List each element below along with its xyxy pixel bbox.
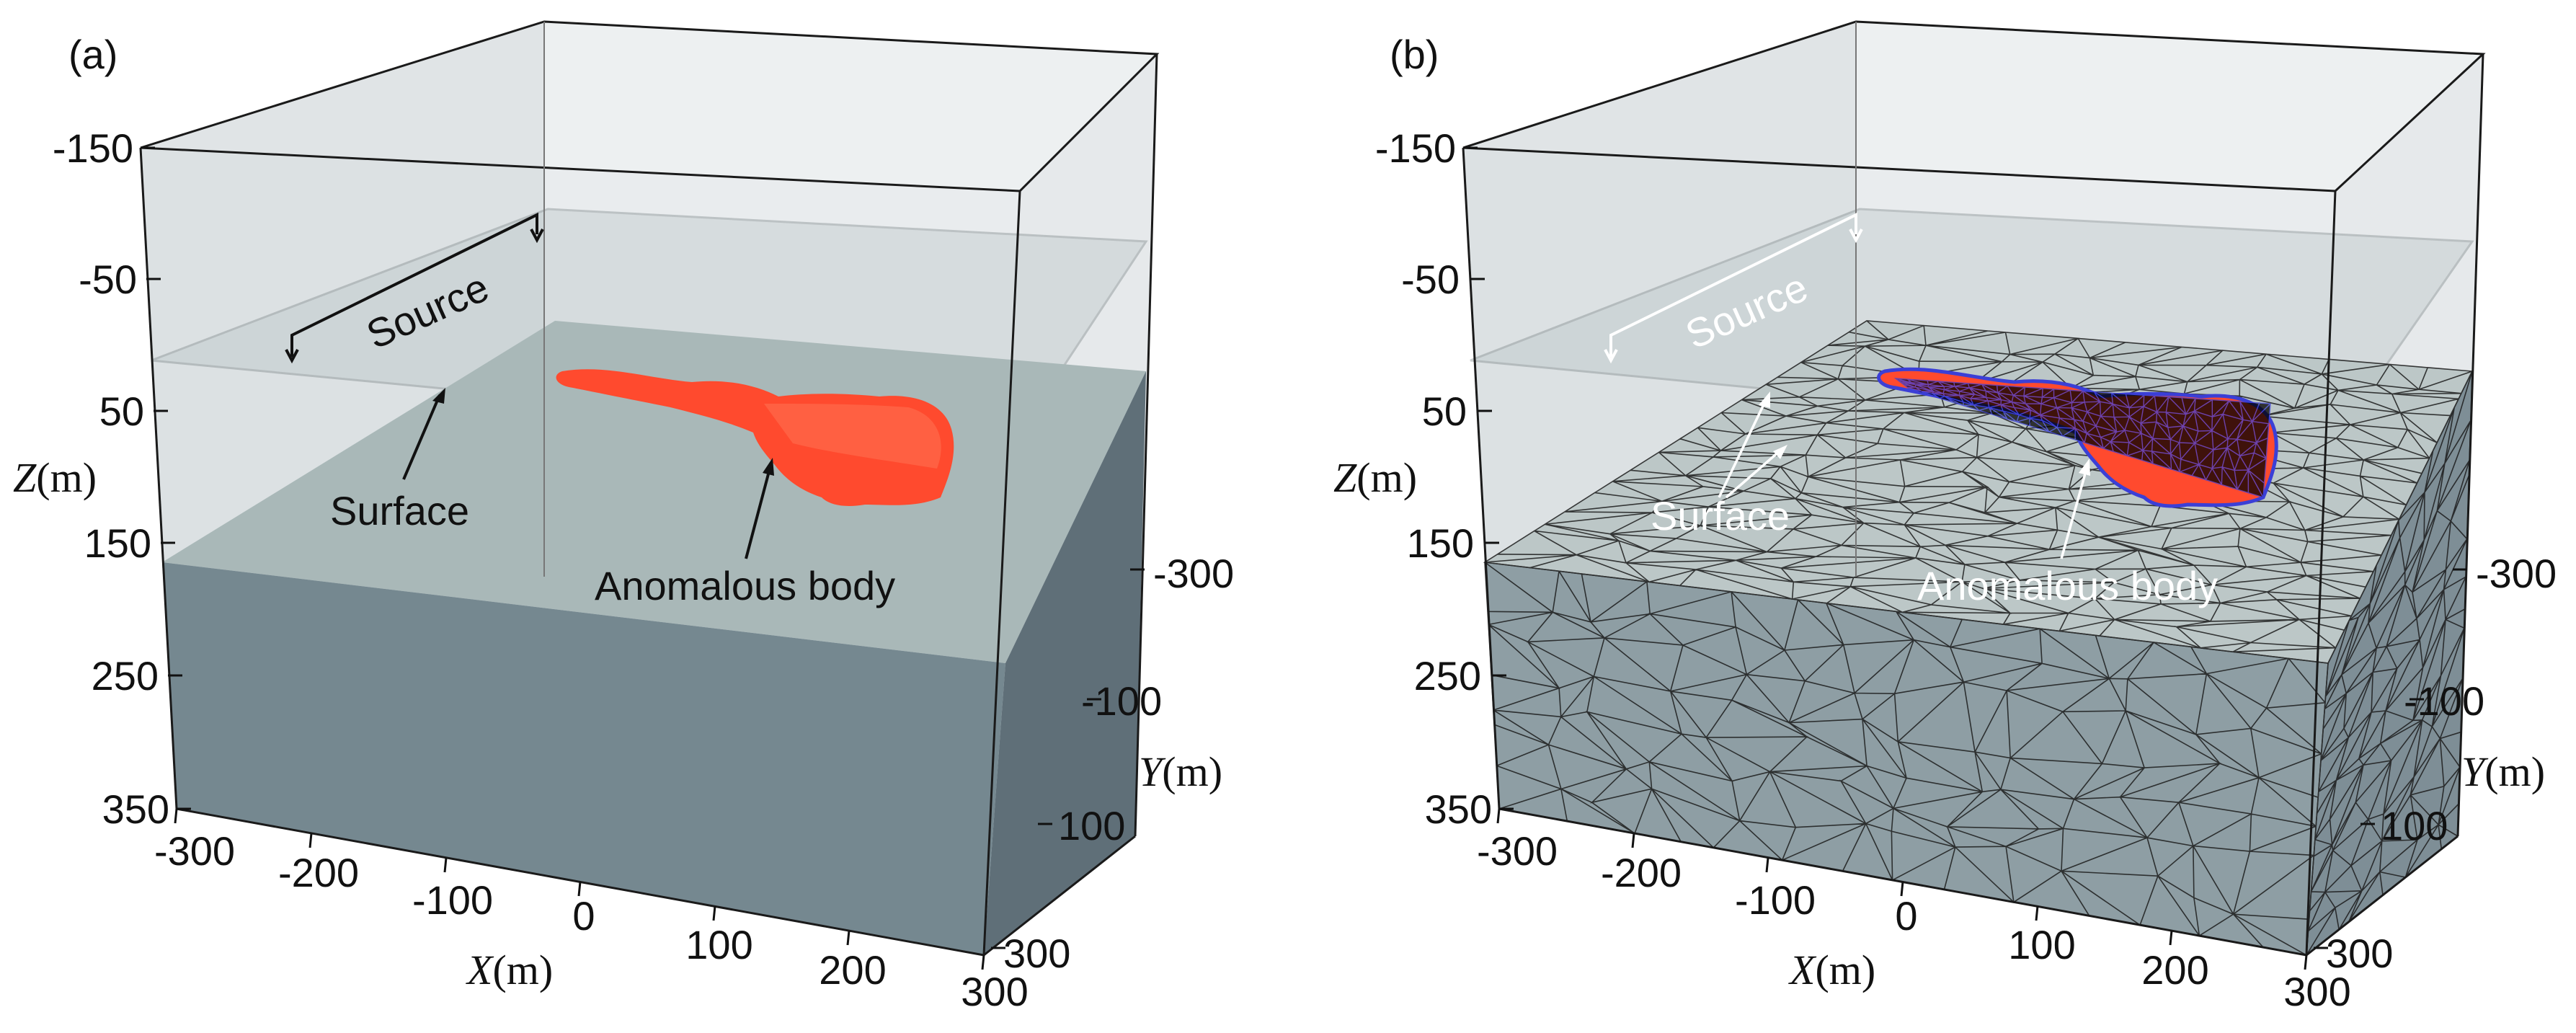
z-tick: 350 — [1425, 786, 1492, 832]
y-axis: -300 -100 100 300 Y(m) — [2314, 551, 2557, 976]
z-tick: -150 — [53, 125, 133, 171]
y-tick: -300 — [2476, 551, 2557, 596]
mesh-face — [2306, 371, 2473, 957]
z-tick: 250 — [1414, 653, 1481, 699]
panel-a: Source Surface Anomalous body -150 -50 — [13, 20, 1234, 1014]
z-tick: 250 — [92, 653, 159, 699]
y-tick: -100 — [2404, 678, 2484, 724]
x-tick: 200 — [2141, 947, 2208, 993]
x-axis: -300 -200 -100 0 100 200 300 X(m) — [154, 808, 1029, 1014]
z-tick: 150 — [1407, 520, 1474, 566]
y-tick: -300 — [1153, 551, 1234, 596]
y-tick: -100 — [1081, 678, 1162, 724]
y-axis: -300 -100 100 300 Y(m) — [991, 551, 1234, 976]
anomalous-body — [556, 369, 954, 506]
panel-label-b: (b) — [1390, 32, 1439, 77]
source-line — [1604, 212, 1863, 364]
z-tick: -50 — [79, 257, 137, 302]
y-axis-title: Y(m) — [2461, 748, 2545, 795]
x-tick: 300 — [2283, 969, 2350, 1014]
x-tick: -100 — [412, 877, 493, 923]
z-axis-title: Z(m) — [1333, 454, 1417, 501]
z-tick: 50 — [99, 389, 144, 434]
body-label: Anomalous body — [595, 563, 895, 608]
earth-front-face — [162, 562, 1005, 955]
x-tick: -300 — [1477, 828, 1558, 874]
x-tick: 300 — [961, 969, 1028, 1014]
z-tick: 350 — [102, 786, 169, 832]
z-axis: -150 -50 50 150 250 350 Z(m) — [1333, 125, 1514, 832]
x-tick: 100 — [2008, 922, 2075, 967]
earth-front-face — [1485, 562, 2328, 955]
source-line — [285, 212, 544, 364]
body-arrow — [2060, 458, 2090, 559]
z-axis: -150 -50 50 150 250 350 Z(m) — [13, 125, 191, 832]
x-tick: 0 — [572, 893, 595, 939]
body-label: Anomalous body — [1917, 563, 2218, 608]
y-tick: 300 — [1003, 931, 1070, 976]
anomalous-body — [1877, 367, 2278, 508]
y-tick: 300 — [2326, 931, 2393, 976]
mesh-face — [1893, 378, 2271, 498]
surface-label: Surface — [1651, 493, 1790, 538]
z-tick: 50 — [1422, 389, 1467, 434]
z-tick: 150 — [84, 520, 151, 566]
x-tick: 0 — [1895, 893, 1917, 939]
z-tick: -50 — [1401, 257, 1460, 302]
y-axis-title: Y(m) — [1139, 748, 1222, 795]
x-tick: -200 — [1601, 850, 1682, 895]
y-tick: 100 — [1058, 803, 1125, 848]
body-mesh — [1893, 378, 2271, 498]
earth-right-face — [984, 371, 1146, 955]
body-arrow — [745, 458, 774, 559]
x-tick: -100 — [1735, 877, 1816, 923]
panel-label-a: (a) — [68, 32, 117, 77]
x-axis-title: X(m) — [1788, 946, 1875, 993]
z-axis-title: Z(m) — [13, 454, 97, 501]
x-tick: -200 — [278, 850, 359, 895]
x-axis: -300 -200 -100 0 100 200 300 X(m) — [1477, 808, 2351, 1014]
panel-b: Source Surface Anomalous body -15 — [1333, 20, 2557, 1014]
z-tick: -150 — [1375, 125, 1456, 171]
x-tick: 100 — [685, 922, 752, 967]
x-tick: -300 — [154, 828, 235, 874]
x-tick: 200 — [819, 947, 886, 993]
surface-label: Surface — [330, 488, 469, 533]
surface-arrows — [1718, 391, 1787, 499]
surface-arrow — [402, 388, 445, 480]
x-axis-title: X(m) — [466, 946, 553, 993]
y-tick: 100 — [2381, 803, 2448, 848]
